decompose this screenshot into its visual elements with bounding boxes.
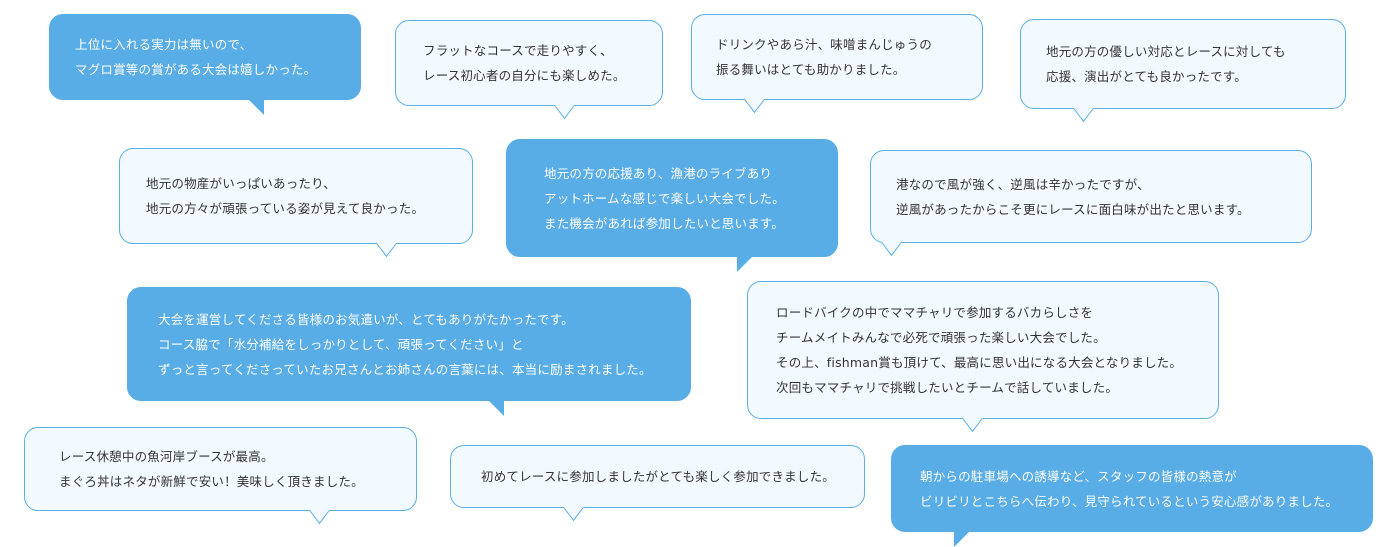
comment-line: マグロ賞等の賞がある大会は嬉しかった。 — [75, 62, 317, 77]
comment-line: 上位に入れる実力は無いので、 — [75, 37, 253, 52]
comment-line: ロードバイクの中でママチャリで参加するバカらしさを — [776, 305, 1094, 320]
comment-bubble-4: 地元の方の優しい対応とレースに対しても 応援、演出がとても良かったです。 — [1020, 19, 1346, 123]
bubble-tail — [488, 400, 504, 416]
comment-line: 地元の方の優しい対応とレースに対しても — [1046, 44, 1286, 59]
comment-line: コース脇で「水分補給をしっかりとして、頑張ってください」と — [158, 336, 524, 352]
comment-line: 大会を運営してくださる皆様のお気遣いが、とてもありがたかったです。 — [158, 311, 574, 327]
comment-bubble-3: ドリンクやあら汁、味噌まんじゅうの 振る舞いはとても助かりました。 — [691, 14, 983, 114]
comment-line: 地元の方の応援あり、漁港のライブあり — [544, 165, 773, 181]
comment-line: 振る舞いはとても助かりました。 — [716, 62, 906, 77]
comment-bubble-10: レース休憩中の魚河岸ブースが最高。 まぐろ丼はネタが新鮮で安い！美味しく頂きまし… — [24, 427, 417, 525]
bubble-tail — [554, 91, 575, 120]
comment-bubble-9: ロードバイクの中でママチャリで参加するバカらしさを チームメイトみんなで必死で頑… — [747, 281, 1219, 433]
bubble-tail — [563, 493, 584, 522]
comment-bubble-12: 朝からの駐車場への誘導など、スタッフの皆様の熱意が ビリビリとこちらへ伝わり、見… — [891, 445, 1373, 547]
bubble-tail — [309, 496, 330, 525]
comment-line: 初めてレースに参加しましたがとても楽しく参加できました。 — [481, 469, 835, 484]
comment-line: チームメイトみんなで必死で頑張った楽しい大会でした。 — [776, 330, 1106, 345]
comment-bubble-2: フラットなコースで走りやすく、 レース初心者の自分にも楽しめた。 — [395, 20, 663, 120]
comment-bubble-8: 大会を運営してくださる皆様のお気遣いが、とてもありがたかったです。 コース脇で「… — [127, 287, 691, 416]
comment-line: 応援、演出がとても良かったです。 — [1046, 69, 1247, 84]
comment-line: 地元の方々が頑張っている姿が見えて良かった。 — [146, 201, 425, 216]
comment-line: レース初心者の自分にも楽しめた。 — [423, 68, 626, 83]
comment-line: その上、fishman賞も頂けて、最高に思い出になる大会となりました。 — [776, 355, 1183, 370]
comment-line: ビリビリとこちらへ伝わり、見守られているという安心感がありました。 — [920, 493, 1339, 509]
comment-bubble-7: 港なので風が強く、逆風は辛かったですが、 逆風があったからこそ更にレースに面白味… — [870, 150, 1312, 257]
bubble-tail — [737, 256, 753, 272]
comment-line: フラットなコースで走りやすく、 — [423, 43, 613, 58]
comment-line: 次回もママチャリで挑戦したいとチームで話していました。 — [776, 380, 1119, 395]
comment-line: 逆風があったからこそ更にレースに面白味が出たと思います。 — [896, 201, 1250, 217]
comment-bubble-1: 上位に入れる実力は無いので、 マグロ賞等の賞がある大会は嬉しかった。 — [49, 14, 361, 115]
bubble-tail — [248, 99, 264, 115]
bubble-tail — [881, 228, 902, 257]
comment-line: ずっと言ってくださっていたお兄さんとお姉さんの言葉には、本当に励まされました。 — [158, 361, 652, 377]
comment-line: また機会があれば参加したいと思います。 — [544, 215, 785, 231]
bubble-tail — [962, 404, 983, 433]
comment-line: 地元の物産がいっぱいあったり、 — [146, 176, 337, 191]
comment-line: まぐろ丼はネタが新鮮で安い！美味しく頂きました。 — [59, 474, 364, 489]
bubble-tail — [744, 85, 765, 114]
comment-line: アットホームな感じで楽しい大会でした。 — [544, 190, 785, 206]
comment-line: ドリンクやあら汁、味噌まんじゅうの — [716, 37, 932, 52]
comment-line: 朝からの駐車場への誘導など、スタッフの皆様の熱意が — [920, 468, 1237, 484]
comment-line: レース休憩中の魚河岸ブースが最高。 — [59, 449, 274, 464]
bubble-tail — [954, 531, 970, 547]
bubble-tail — [376, 229, 397, 258]
comment-bubble-5: 地元の物産がいっぱいあったり、 地元の方々が頑張っている姿が見えて良かった。 — [119, 148, 473, 258]
comment-bubble-11: 初めてレースに参加しましたがとても楽しく参加できました。 — [450, 445, 865, 522]
bubble-tail — [1073, 94, 1094, 123]
comment-bubble-6: 地元の方の応援あり、漁港のライブあり アットホームな感じで楽しい大会でした。 ま… — [506, 139, 838, 272]
comment-line: 港なので風が強く、逆風は辛かったですが、 — [896, 176, 1150, 192]
